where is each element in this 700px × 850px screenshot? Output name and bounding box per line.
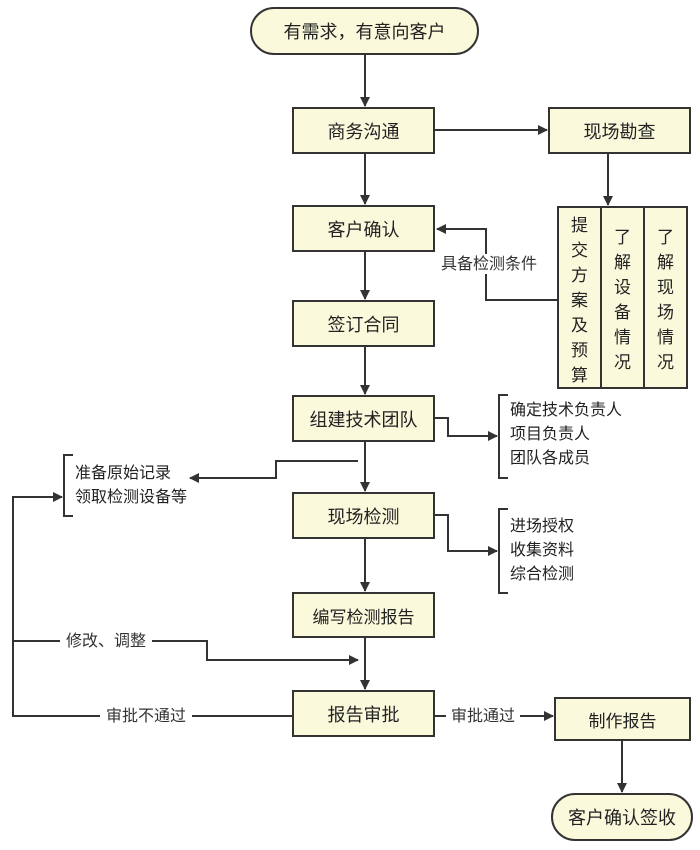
business-node: 商务沟通 <box>292 107 435 154</box>
produce-node: 制作报告 <box>554 697 691 741</box>
team-bracket-item-members: 团队各成员 <box>510 448 591 467</box>
inspect-bracket-item-materials: 收集资料 <box>510 540 575 559</box>
arrow-team-to-bracket <box>435 417 498 441</box>
prep-bracket <box>63 454 73 517</box>
prep-bracket-list: 准备原始记录 领取检测设备等 <box>75 461 187 509</box>
label-approve: 审批通过 <box>446 706 521 726</box>
arrow-inspect-to-bracket <box>435 514 498 556</box>
survey-column-site: 了解现场情况 <box>643 206 688 389</box>
prep-bracket-item-records: 准备原始记录 <box>75 463 172 482</box>
inspect-bracket-list: 进场授权 收集资料 综合检测 <box>510 514 574 586</box>
label-reject: 审批不通过 <box>100 706 193 726</box>
team-bracket-item-tech-lead: 确定技术负责人 <box>510 400 623 419</box>
team-bracket <box>498 394 508 479</box>
survey-column-equipment: 了解设备情况 <box>600 206 645 389</box>
inspect-bracket-item-authorization: 进场授权 <box>510 516 575 535</box>
inspect-bracket <box>498 508 508 594</box>
review-node: 报告审批 <box>292 690 435 737</box>
arrow-to-prep-bracket <box>189 460 358 483</box>
survey-column-plan: 提交方案及预算 <box>557 206 602 389</box>
confirm-node: 客户确认 <box>292 205 435 252</box>
contract-node: 签订合同 <box>292 300 435 347</box>
team-bracket-list: 确定技术负责人 项目负责人 团队各成员 <box>510 398 622 470</box>
write-node: 编写检测报告 <box>292 592 435 638</box>
label-conditions: 具备检测条件 <box>441 254 538 274</box>
start-node: 有需求，有意向客户 <box>250 7 479 55</box>
label-modify: 修改、调整 <box>60 631 153 651</box>
prep-bracket-item-equipment: 领取检测设备等 <box>75 487 188 506</box>
inspect-bracket-item-comprehensive: 综合检测 <box>510 564 575 583</box>
arrow-return-to-prep <box>12 496 292 717</box>
inspect-node: 现场检测 <box>292 492 435 539</box>
team-node: 组建技术团队 <box>292 395 435 442</box>
end-node: 客户确认签收 <box>551 793 693 841</box>
survey-node: 现场勘查 <box>548 107 691 154</box>
team-bracket-item-project-lead: 项目负责人 <box>510 424 591 443</box>
